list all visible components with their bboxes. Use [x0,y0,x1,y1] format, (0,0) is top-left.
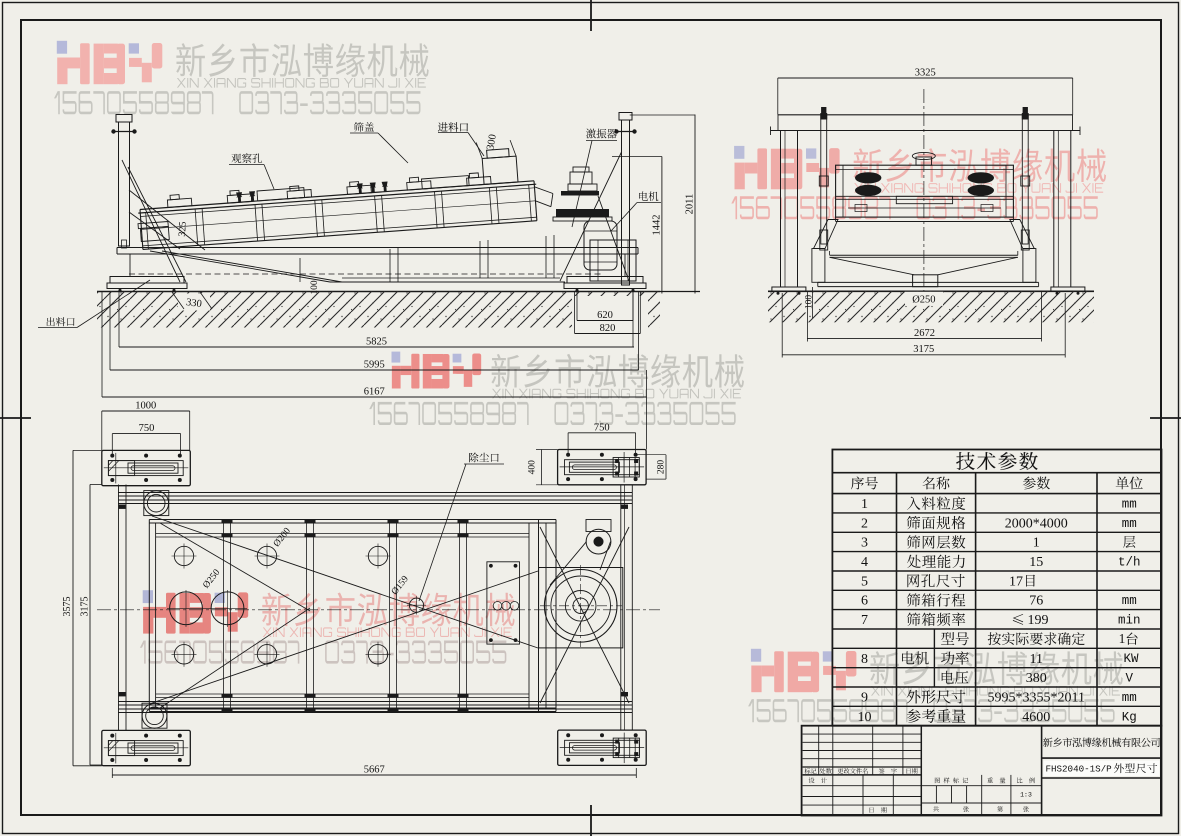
svg-text:5995*3355*2011: 5995*3355*2011 [988,690,1085,705]
svg-text:300: 300 [485,133,499,150]
svg-text:10: 10 [858,710,872,725]
svg-text:4: 4 [861,555,868,570]
svg-text:3325: 3325 [915,67,936,78]
svg-text:1000: 1000 [135,401,156,412]
svg-text:1:3: 1:3 [1020,792,1032,799]
svg-text:199: 199 [1028,613,1049,628]
svg-text:100: 100 [310,280,320,295]
svg-text:3175: 3175 [913,344,934,355]
svg-text:1: 1 [861,497,868,512]
svg-text:Ø250: Ø250 [912,294,935,305]
svg-text:3175: 3175 [79,597,90,617]
svg-text:750: 750 [594,422,610,433]
svg-text:400: 400 [528,460,538,475]
svg-text:5995: 5995 [364,359,385,370]
svg-text:Kg: Kg [1122,710,1137,724]
svg-text:6167: 6167 [364,386,385,397]
svg-text:mm: mm [1122,498,1137,512]
svg-text:11: 11 [1030,652,1043,667]
svg-text:620: 620 [597,310,613,321]
svg-text:4600: 4600 [1022,710,1050,725]
svg-text:17: 17 [1009,574,1023,589]
svg-text:5: 5 [861,574,868,589]
svg-text:1442: 1442 [651,215,662,236]
svg-text:5825: 5825 [366,336,387,347]
svg-text:3: 3 [861,536,868,551]
svg-text:750: 750 [139,423,155,434]
svg-text:1: 1 [1033,536,1040,551]
svg-text:9: 9 [861,690,868,705]
svg-text:2000*4000: 2000*4000 [1005,516,1068,531]
svg-text:330: 330 [185,297,202,310]
svg-text:2011: 2011 [684,194,695,215]
svg-text:t/h: t/h [1118,556,1141,570]
svg-text:min: min [1118,614,1141,628]
svg-text:15: 15 [1029,555,1043,570]
svg-text:2: 2 [861,516,868,531]
svg-text:8: 8 [861,652,868,667]
svg-text:3575: 3575 [62,597,73,617]
svg-text:mm: mm [1122,691,1137,705]
svg-text:mm: mm [1122,517,1137,531]
svg-text:5667: 5667 [364,764,385,775]
svg-text:76: 76 [1029,594,1043,609]
svg-text:mm: mm [1122,594,1137,608]
svg-text:280: 280 [657,460,667,475]
svg-text:1: 1 [1119,631,1126,646]
svg-text:820: 820 [600,323,616,334]
svg-text:FHS2040-1S/P: FHS2040-1S/P [1046,764,1113,775]
svg-text:KW: KW [1123,652,1139,666]
svg-text:6: 6 [861,594,868,609]
svg-text:380: 380 [1026,671,1047,686]
svg-text:2672: 2672 [914,328,935,339]
svg-text:V: V [1125,672,1133,686]
svg-text:100: 100 [805,295,815,310]
svg-text:325: 325 [177,221,189,237]
svg-text:7: 7 [861,613,868,628]
